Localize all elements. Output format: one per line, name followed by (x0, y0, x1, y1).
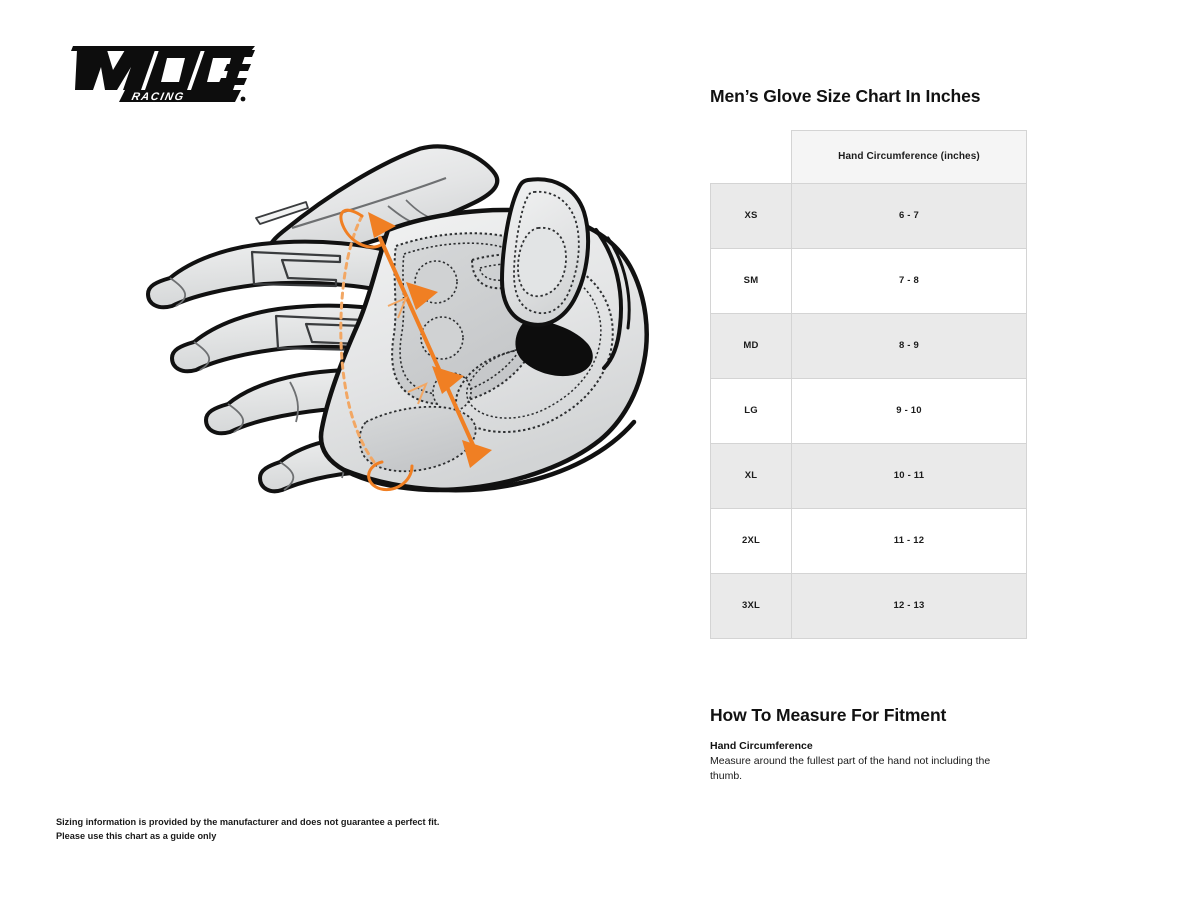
cell-circumference: 10 - 11 (791, 442, 1027, 509)
glove-thumb (255, 144, 500, 263)
glove-finger-index (146, 239, 410, 310)
cell-circumference: 8 - 9 (791, 312, 1027, 379)
cell-size: 3XL (710, 572, 792, 639)
table-row: XL 10 - 11 (710, 442, 1027, 509)
moose-racing-logo: RACING (55, 44, 255, 106)
footer-disclaimer: Sizing information is provided by the ma… (56, 816, 496, 844)
table-row: 2XL 11 - 12 (710, 507, 1027, 574)
table-row: 3XL 12 - 13 (710, 572, 1027, 639)
table-header-row: Hand Circumference (inches) (710, 129, 1027, 184)
table-row: MD 8 - 9 (710, 312, 1027, 379)
measure-item-heading: Hand Circumference (710, 739, 813, 752)
size-table-head: Hand Circumference (inches) (710, 129, 1027, 184)
cell-circumference: 7 - 8 (791, 247, 1027, 314)
cell-size: XS (710, 182, 792, 249)
measurement-arrow-circumference (339, 208, 492, 491)
table-row: XS 6 - 7 (710, 182, 1027, 249)
glove-heel-pad (358, 405, 477, 473)
table-row: SM 7 - 8 (710, 247, 1027, 314)
cell-size: 2XL (710, 507, 792, 574)
column-header-hand-circumference: Hand Circumference (inches) (791, 129, 1027, 184)
cell-size: SM (710, 247, 792, 314)
cell-size: XL (710, 442, 792, 509)
cell-size: MD (710, 312, 792, 379)
table-row: LG 9 - 10 (710, 377, 1027, 444)
size-table-body: XS 6 - 7 SM 7 - 8 MD 8 - 9 LG 9 - 10 (710, 182, 1027, 639)
table-corner-blank (710, 130, 792, 184)
cell-circumference: 11 - 12 (791, 507, 1027, 574)
footer-line-2: Please use this chart as a guide only (56, 830, 217, 841)
footer-line-1: Sizing information is provided by the ma… (56, 817, 440, 827)
glove-size-table: Hand Circumference (inches) XS 6 - 7 SM … (710, 129, 1027, 639)
measure-item-text: Measure around the fullest part of the h… (710, 755, 991, 782)
how-to-measure-section: How To Measure For Fitment Hand Circumfe… (710, 705, 1130, 783)
cell-circumference: 9 - 10 (791, 377, 1027, 444)
right-content-column: Men’s Glove Size Chart In Inches Hand Ci… (710, 86, 1130, 783)
glove-cuff (500, 177, 631, 377)
cell-circumference: 6 - 7 (791, 182, 1027, 249)
cell-size: LG (710, 377, 792, 444)
svg-text:RACING: RACING (130, 91, 185, 103)
glove-measurement-diagram (130, 110, 700, 540)
size-table-container: Hand Circumference (inches) XS 6 - 7 SM … (710, 129, 1027, 639)
cell-circumference: 12 - 13 (791, 572, 1027, 639)
how-to-measure-title: How To Measure For Fitment (710, 704, 947, 725)
size-chart-title: Men’s Glove Size Chart In Inches (710, 86, 981, 106)
